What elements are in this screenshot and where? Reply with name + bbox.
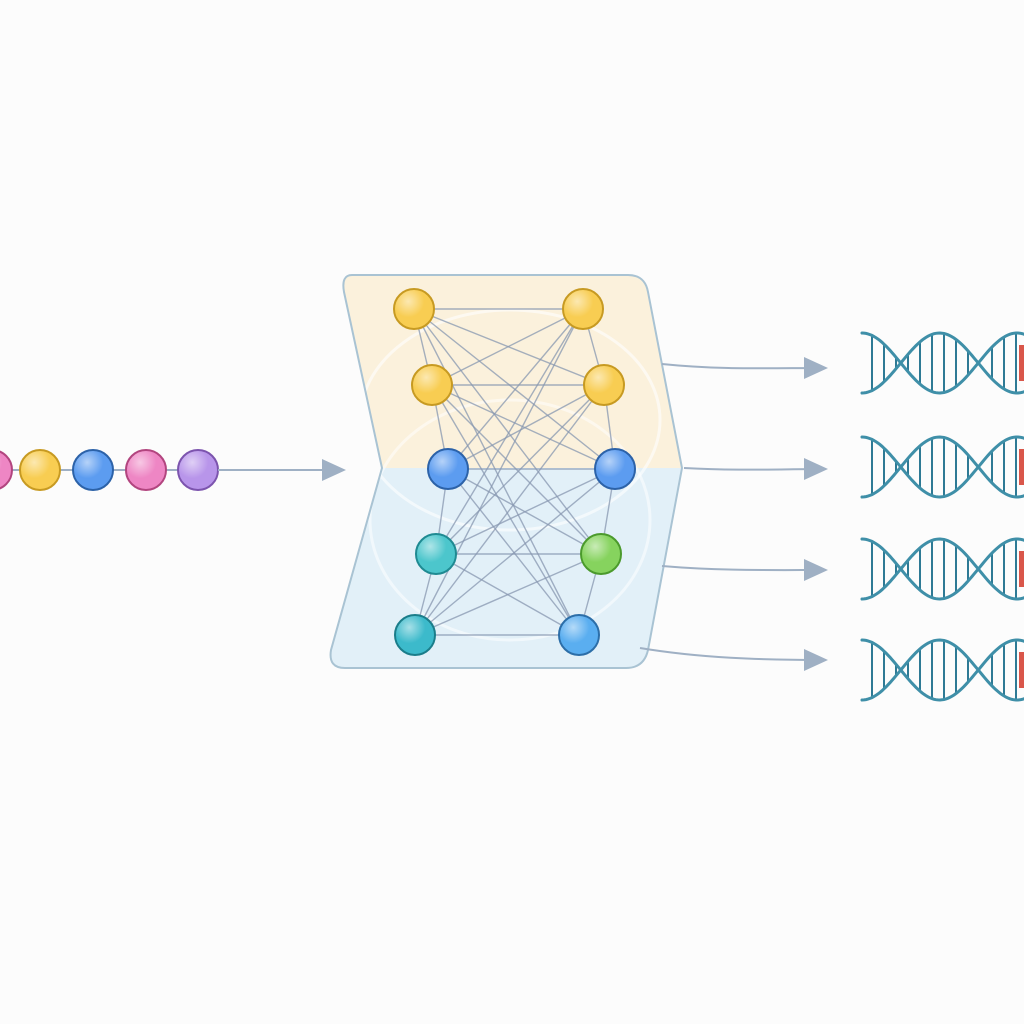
network-edge <box>431 384 616 470</box>
output-arrow <box>661 357 828 380</box>
dna-helix-icon <box>860 435 1024 499</box>
pink-bead-icon <box>125 449 167 491</box>
dna-accent-mark <box>1019 652 1024 688</box>
yellow-bead-icon <box>19 449 61 491</box>
input-layer-node <box>415 533 457 575</box>
input-layer-node <box>393 288 435 330</box>
panel-border <box>329 274 684 669</box>
dna-accent-mark <box>1019 345 1024 381</box>
dna-accent-mark <box>1019 551 1024 587</box>
network-edge <box>414 308 584 636</box>
network-edge <box>447 384 605 470</box>
network-edge <box>413 308 616 470</box>
dna-helix-icon <box>860 638 1024 702</box>
network-edge <box>435 468 616 555</box>
network-edge <box>413 308 602 555</box>
output-layer-node <box>583 364 625 406</box>
input-layer-node <box>427 448 469 490</box>
network-edges <box>413 308 616 636</box>
network-edge <box>435 308 584 555</box>
network-edge <box>414 384 605 636</box>
dna-helix-icon <box>860 331 1024 395</box>
network-edge <box>414 553 602 636</box>
network-edge <box>447 308 584 470</box>
input-sequence <box>0 449 219 491</box>
purple-bead-icon <box>177 449 219 491</box>
output-arrow <box>661 559 828 582</box>
network-edge <box>431 384 580 636</box>
network-edge <box>414 468 616 636</box>
blue-bead-icon <box>72 449 114 491</box>
output-arrows <box>639 357 828 671</box>
network-nodes <box>393 288 636 656</box>
dna-accent-mark <box>1019 449 1024 485</box>
output-layer-node <box>594 448 636 490</box>
input-layer-node <box>411 364 453 406</box>
network-edge <box>431 308 584 386</box>
output-layer-node <box>562 288 604 330</box>
pink-bead-icon <box>0 450 13 490</box>
dna-helix-icon <box>860 537 1024 601</box>
dna-outputs <box>860 331 1024 702</box>
input-layer-node <box>394 614 436 656</box>
output-arrow <box>683 458 828 481</box>
output-arrow <box>639 647 828 671</box>
panel-glow <box>368 398 652 642</box>
neural-network-panel <box>329 274 684 669</box>
network-edge <box>435 384 605 555</box>
output-layer-node <box>580 533 622 575</box>
network-edge <box>413 308 580 636</box>
output-layer-node <box>558 614 600 656</box>
